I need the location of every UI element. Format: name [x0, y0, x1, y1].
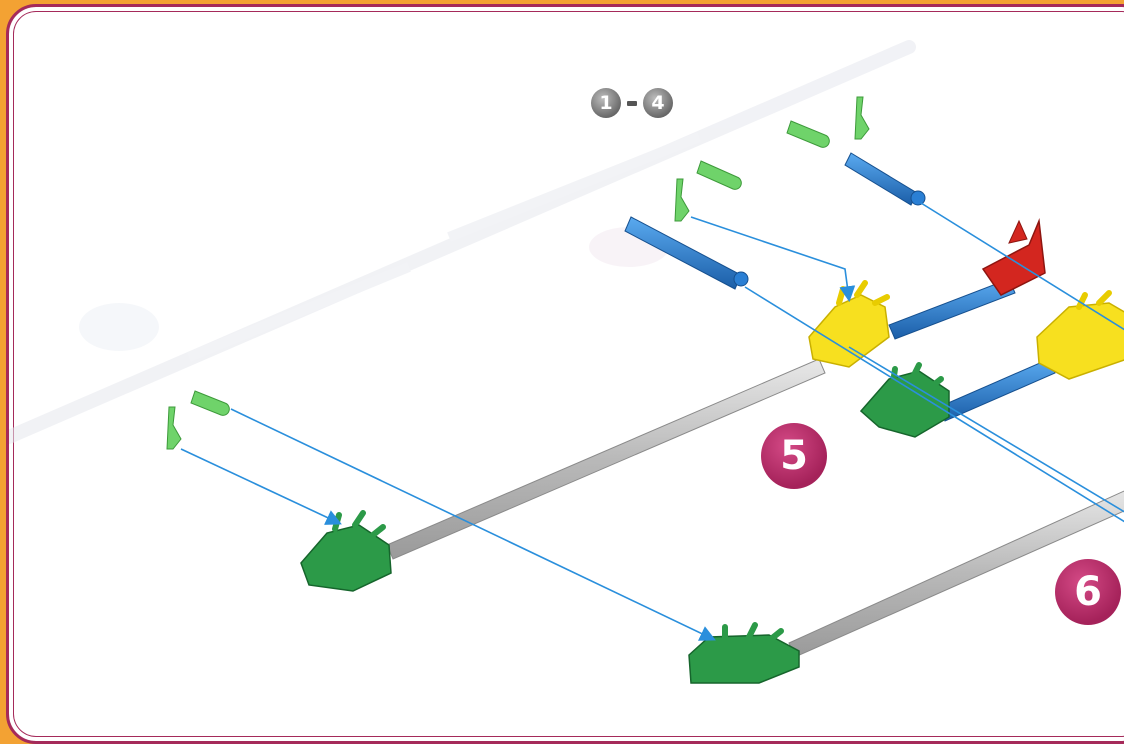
green-pin [787, 121, 829, 147]
green-clip [855, 97, 869, 139]
step-reference: 1 4 [591, 87, 673, 119]
gray-rod [387, 359, 825, 559]
green-connector [301, 513, 391, 591]
green-pin [697, 161, 741, 189]
green-connector [689, 625, 799, 683]
step-number-badge: 5 [761, 423, 827, 489]
arrow [181, 449, 339, 523]
yellow-connector [1037, 293, 1124, 379]
step-reference-start: 1 [591, 88, 621, 118]
step-reference-end: 4 [643, 88, 673, 118]
green-clip [167, 407, 181, 449]
step-number-badge: 6 [1055, 559, 1121, 625]
instruction-panel: 1 4 5 6 [6, 4, 1124, 744]
arrow [691, 217, 849, 299]
blue-rod [845, 153, 925, 205]
red-connector [983, 221, 1045, 295]
green-pin [191, 391, 229, 415]
assembly-diagram [9, 7, 1124, 743]
green-clip [675, 179, 689, 221]
green-connector [861, 365, 949, 437]
step-reference-dash [627, 101, 637, 106]
